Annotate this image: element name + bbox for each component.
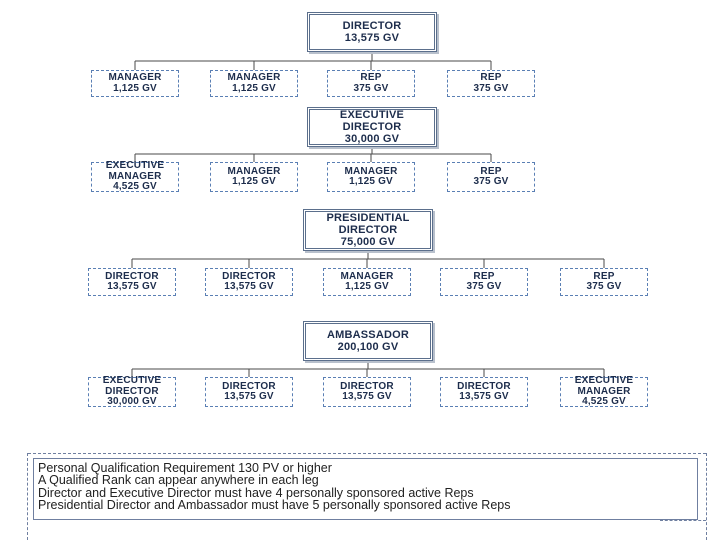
box-text-line: AMBASSADOR <box>326 329 410 341</box>
notes-frame-right <box>706 453 708 540</box>
box-text-line: EXECUTIVE <box>574 375 634 387</box>
box-text-line: 13,575 GV <box>224 391 274 402</box>
box-text-line: DIRECTOR <box>340 380 394 392</box>
note-line: A Qualified Rank can appear anywhere in … <box>38 473 319 488</box>
box-text-line: 4,525 GV <box>113 181 157 193</box>
box-text-line: DIRECTOR <box>342 121 402 133</box>
note-line: Presidential Director and Ambassador mus… <box>38 498 511 513</box>
box-text-line: 13,575 GV <box>342 391 392 402</box>
box-text-line: MANAGER <box>227 165 281 177</box>
box-text-line: REP <box>360 72 382 83</box>
box-text-line: 1,125 GV <box>349 176 393 187</box>
notes-frame-bottom <box>660 520 706 522</box>
box-text-line: EXECUTIVE <box>339 109 405 121</box>
box-text-line: DIRECTOR <box>457 380 511 392</box>
box-text-line: 4,525 GV <box>582 396 626 408</box>
box-text-line: 375 GV <box>473 176 509 187</box>
box-text-line: MANAGER <box>344 165 398 177</box>
box-text-line: 200,100 GV <box>337 341 399 353</box>
box-text-line: 30,000 GV <box>107 396 157 408</box>
box-text-line: 375 GV <box>586 281 622 292</box>
notes-frame-top <box>28 453 706 455</box>
box-text-line: 1,125 GV <box>232 176 276 187</box>
box-text-line: 13,575 GV <box>459 391 509 402</box>
box-text-line: 13,575 GV <box>344 32 400 44</box>
box-text-line: 375 GV <box>353 82 389 94</box>
box-text-line: 1,125 GV <box>232 82 276 94</box>
box-text-line: MANAGER <box>108 170 162 182</box>
box-text-line: DIRECTOR <box>222 270 276 282</box>
box-text-line: 30,000 GV <box>344 133 400 145</box>
box-text-line: PRESIDENTIAL <box>326 212 410 224</box>
box-text-line: MANAGER <box>340 270 394 282</box>
note-line: Director and Executive Director must hav… <box>38 485 474 500</box>
box-text-line: MANAGER <box>227 72 281 83</box>
notes-frame-left <box>27 453 29 540</box>
box-text-line: 375 GV <box>473 82 509 94</box>
box-text-line: REP <box>473 270 495 282</box>
box-text-line: 1,125 GV <box>345 281 389 292</box>
box-text-line: DIRECTOR <box>338 224 398 236</box>
box-text-line: 13,575 GV <box>107 281 157 292</box>
box-text-line: DIRECTOR <box>105 270 159 282</box>
note-line: Personal Qualification Requirement 130 P… <box>38 461 332 475</box>
box-text-line: MANAGER <box>108 72 162 83</box>
box-text-line: REP <box>480 72 502 83</box>
box-text-line: REP <box>593 270 615 282</box>
box-text-line: DIRECTOR <box>105 385 159 397</box>
box-text-line: 375 GV <box>466 281 502 292</box>
box-text-line: REP <box>480 165 502 177</box>
box-text-line: 1,125 GV <box>113 82 157 94</box>
qualification-notes: Personal Qualification Requirement 130 P… <box>33 458 698 520</box>
box-text-line: EXECUTIVE <box>102 375 162 387</box>
box-text-line: MANAGER <box>577 385 631 397</box>
box-text-line: 75,000 GV <box>340 236 396 248</box>
box-text-line: DIRECTOR <box>342 20 402 32</box>
box-text-line: 13,575 GV <box>224 281 274 292</box>
box-text-line: EXECUTIVE <box>105 160 165 172</box>
box-text-line: DIRECTOR <box>222 380 276 392</box>
